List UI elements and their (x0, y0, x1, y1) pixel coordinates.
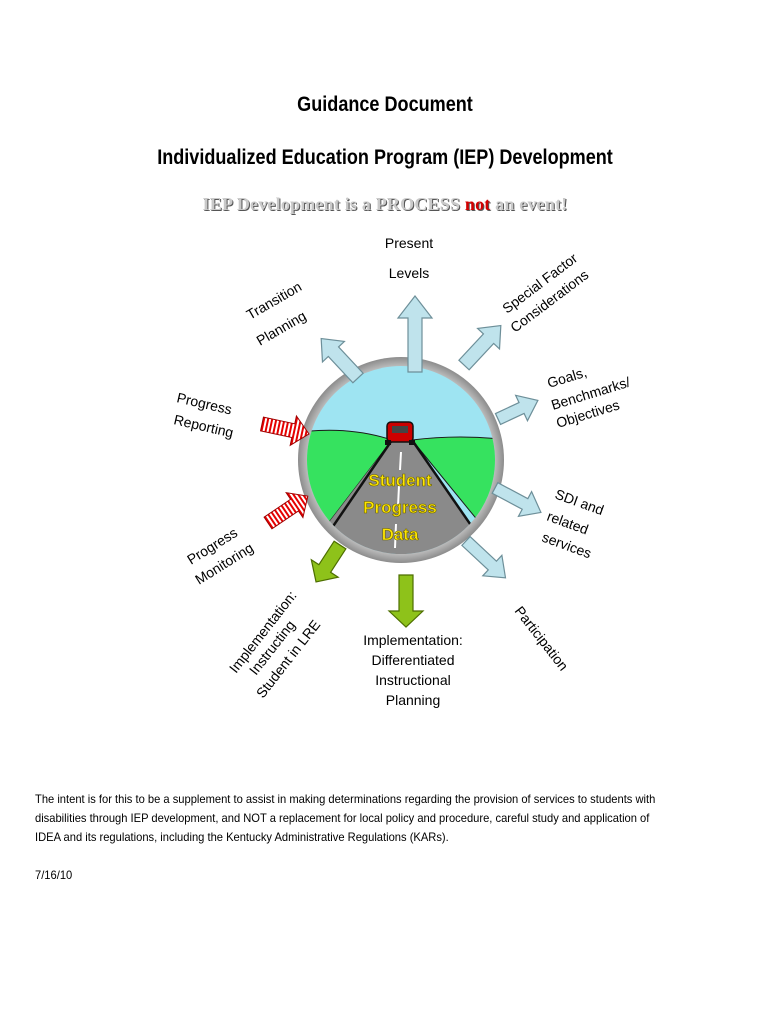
differentiated-planning-label-4: Planning (386, 692, 441, 708)
tagline-end: an event! (490, 194, 568, 214)
arrow-special-factor-icon (458, 324, 502, 371)
participation-label: Participation (512, 603, 572, 674)
arrow-differentiated-planning-icon (387, 574, 425, 628)
tagline: IEP Development is a PROCESS not an even… (0, 194, 770, 215)
vehicle-icon (385, 421, 415, 445)
center-road-scene: Student Progress Data (298, 357, 504, 563)
arrow-sdi-icon (491, 481, 542, 518)
arrow-up-present-levels-icon (396, 295, 434, 373)
arrow-progress-reporting-icon (259, 414, 310, 447)
document-title: Guidance Document (297, 93, 473, 116)
document-date: 7/16/10 (35, 868, 73, 882)
center-label-line-2: Progress (363, 498, 437, 517)
tagline-start: IEP Development is a PROCESS (202, 194, 465, 214)
center-label-line-1: Student (368, 471, 432, 490)
arrow-transition-icon (320, 337, 364, 384)
differentiated-planning-label-3: Instructional (375, 672, 450, 688)
arrow-participation-icon (461, 535, 507, 579)
arrow-progress-monitoring-icon (263, 491, 309, 530)
tagline-highlight: not (464, 194, 491, 214)
present-levels-label-1: Present (385, 235, 433, 251)
present-levels-label-2: Levels (389, 265, 429, 281)
arrow-goals-icon (494, 394, 539, 426)
differentiated-planning-label-1: Implementation: (363, 632, 463, 648)
iep-process-diagram: Student Progress Data Present Levels Tra… (172, 235, 632, 708)
differentiated-planning-label-2: Differentiated (371, 652, 454, 668)
intent-note: The intent is for this to be a supplemen… (35, 792, 656, 844)
arrow-instructing-lre-icon (310, 540, 347, 583)
center-label-line-3: Data (382, 525, 419, 544)
document-subtitle: Individualized Education Program (IEP) D… (157, 146, 613, 169)
